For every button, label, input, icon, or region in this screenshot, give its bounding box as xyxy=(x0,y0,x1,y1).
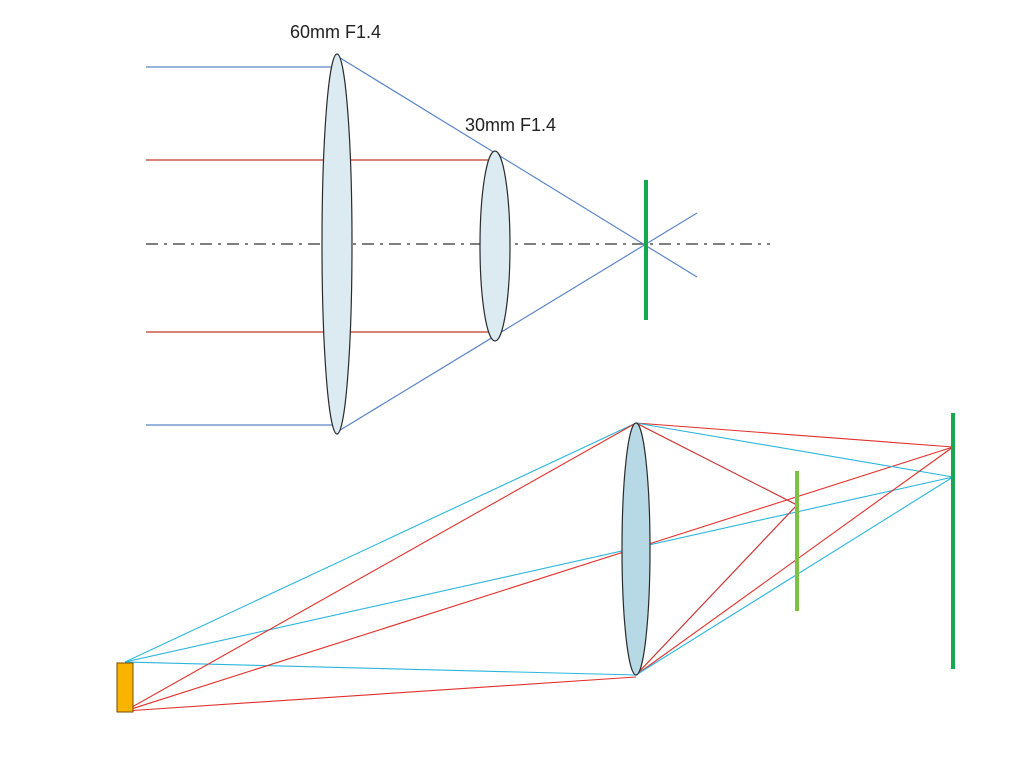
ray-red-d4 xyxy=(635,504,798,676)
ray-red-b1 xyxy=(124,422,637,712)
ray-red-d1 xyxy=(635,446,954,676)
label-30mm: 30mm F1.4 xyxy=(465,115,556,135)
ray-red-b2 xyxy=(124,676,637,712)
ray-cyan-a3 xyxy=(124,476,954,663)
top-diagram: 60mm F1.4 30mm F1.4 xyxy=(146,22,770,435)
ray-red-b3 xyxy=(124,446,954,712)
bottom-diagram xyxy=(116,413,955,713)
ray-cyan-a2 xyxy=(124,661,637,676)
ray-red-c4 xyxy=(635,422,798,506)
ray-cyan-a1 xyxy=(124,422,637,663)
ray-blue-lower-converging xyxy=(336,212,698,433)
ray-red-c1 xyxy=(635,422,954,448)
ray-cyan-c2 xyxy=(635,422,954,478)
lens-30mm xyxy=(479,150,511,342)
lens-bottom xyxy=(621,422,651,676)
ray-blue-upper-converging xyxy=(336,55,698,278)
ray-cyan-d2 xyxy=(635,476,954,676)
object-source xyxy=(116,662,134,713)
lens-60mm xyxy=(321,53,353,435)
label-60mm: 60mm F1.4 xyxy=(290,22,381,42)
